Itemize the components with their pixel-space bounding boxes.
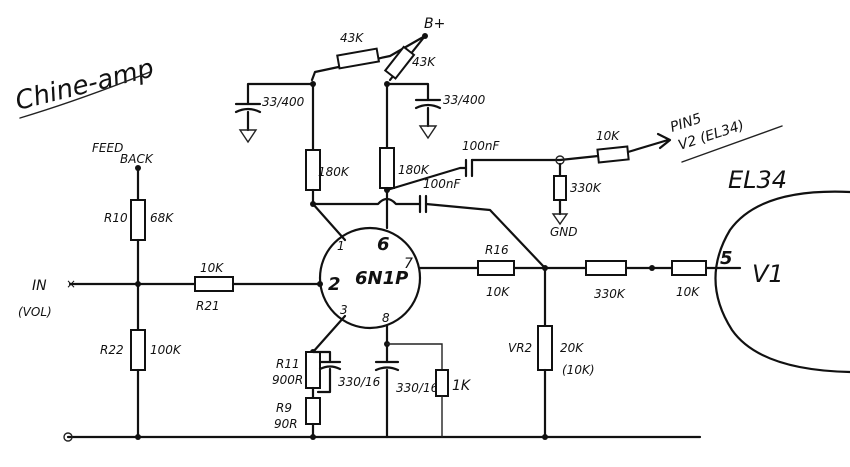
r330-resistor [585,260,627,276]
r16-value: 10K [486,285,510,299]
r11-resistor [305,351,321,389]
r-gnd-value: 330K [570,181,602,195]
r22-name: R22 [100,343,124,357]
right-cap-value: 33/400 [443,93,486,107]
upper-cap-wire-left [385,166,468,192]
feedback-label-1: FEED [92,141,123,155]
left-plate-hop-wire [311,197,422,206]
grid-stop-node [649,265,655,271]
pin-6: 6 [377,234,390,255]
lower-cap-to-output-wire [424,202,547,270]
r-supply-right [383,45,416,80]
pin-3: 3 [340,303,348,317]
r16-name: R16 [485,243,509,257]
feedback-label-2: BACK [120,152,154,166]
r-plate-right-value: 180K [398,163,430,177]
pin3-wire [311,314,347,354]
r9-name: R9 [276,401,292,415]
pin-1: 1 [337,239,345,253]
input-node [135,281,141,287]
r-plate-left-value: 180K [318,165,350,179]
r-supply-right-value: 43K [412,55,436,69]
pin1-wire [311,202,347,242]
r9-resistor [305,397,321,425]
r-supply-left-value: 43K [340,31,364,45]
upper-cap-wire-right [470,154,600,162]
r-out-arrow-head [656,132,672,150]
title-underline [19,71,151,119]
r9-value: 90R [274,417,298,431]
left-bypass-wire [246,82,315,106]
r10-value: 68K [150,211,174,225]
left-cap-plate-bottom [234,107,262,114]
vr2-resistor [537,325,553,371]
r-out-arrow-wire [626,138,670,154]
vr2-name: VR2 [508,341,532,355]
cath-cap-left-value: 330/16 [338,375,381,389]
r1k-resistor [435,369,449,397]
gnd-symbol [551,213,569,226]
vr2-alt-value: (10K) [562,363,595,377]
tube-6n1p [318,226,422,330]
r-out-resistor [596,145,630,164]
cath-cap-right-plate-bottom [374,366,400,372]
r-grid-resistor [671,260,707,276]
cath-cap-right-value: 330/16 [396,381,439,395]
right-cap-plate-bottom [414,103,442,110]
left-cap-value: 33/400 [262,95,305,109]
gnd-label: GND [550,225,578,239]
ground-terminal [63,432,73,442]
el34-label: EL34 [728,166,787,194]
cath-cap-left-return [316,367,332,394]
r11-name: R11 [276,357,300,371]
r21-resistor [194,276,234,292]
r21-value: 10K [200,261,224,275]
r16-resistor [477,260,515,276]
r-grid-value: 10K [676,285,700,299]
r-plate-right [379,147,395,189]
r9-ground-node [310,434,316,440]
vr2-value: 20K [560,341,584,355]
upper-cap-value: 100nF [462,139,501,153]
input-terminal-mark: × [66,277,76,291]
r-out-value: 10K [596,129,620,143]
r10-name: R10 [104,211,128,225]
r10-resistor [130,199,146,241]
r1k-value: 1K [452,378,472,394]
r22-value: 100K [150,343,182,357]
r11-value: 900R [272,373,303,387]
vr2-ground-node [542,434,548,440]
right-cap-ground-symbol [418,125,438,140]
pin-8: 8 [382,311,390,325]
v1-label: V1 [752,260,784,288]
r-gnd-resistor [553,175,567,201]
r22-ground-node [135,434,141,440]
bplus-label: B+ [424,16,445,32]
r22-resistor [130,329,146,371]
tube-label: 6N1P [355,268,408,289]
pin-2: 2 [328,274,341,295]
r-supply-left [336,47,381,70]
el34-tube [714,190,850,374]
pin5-underline [681,125,783,163]
left-cap-ground-symbol [238,129,258,144]
in-vol-label: (VOL) [18,305,52,319]
el34-pin5: 5 [720,248,733,269]
title-text: Chine-amp [12,53,157,116]
pin-7: 7 [404,256,413,272]
r330-value: 330K [594,287,626,301]
cath-cap-left-wire [311,350,332,364]
in-label: IN [32,278,47,294]
cath-cap-left-plate-bottom [318,365,342,371]
r1k-wire-top [386,343,443,371]
r21-name: R21 [196,299,220,313]
right-bypass-wire [385,82,430,102]
lower-cap-value: 100nF [423,177,462,191]
